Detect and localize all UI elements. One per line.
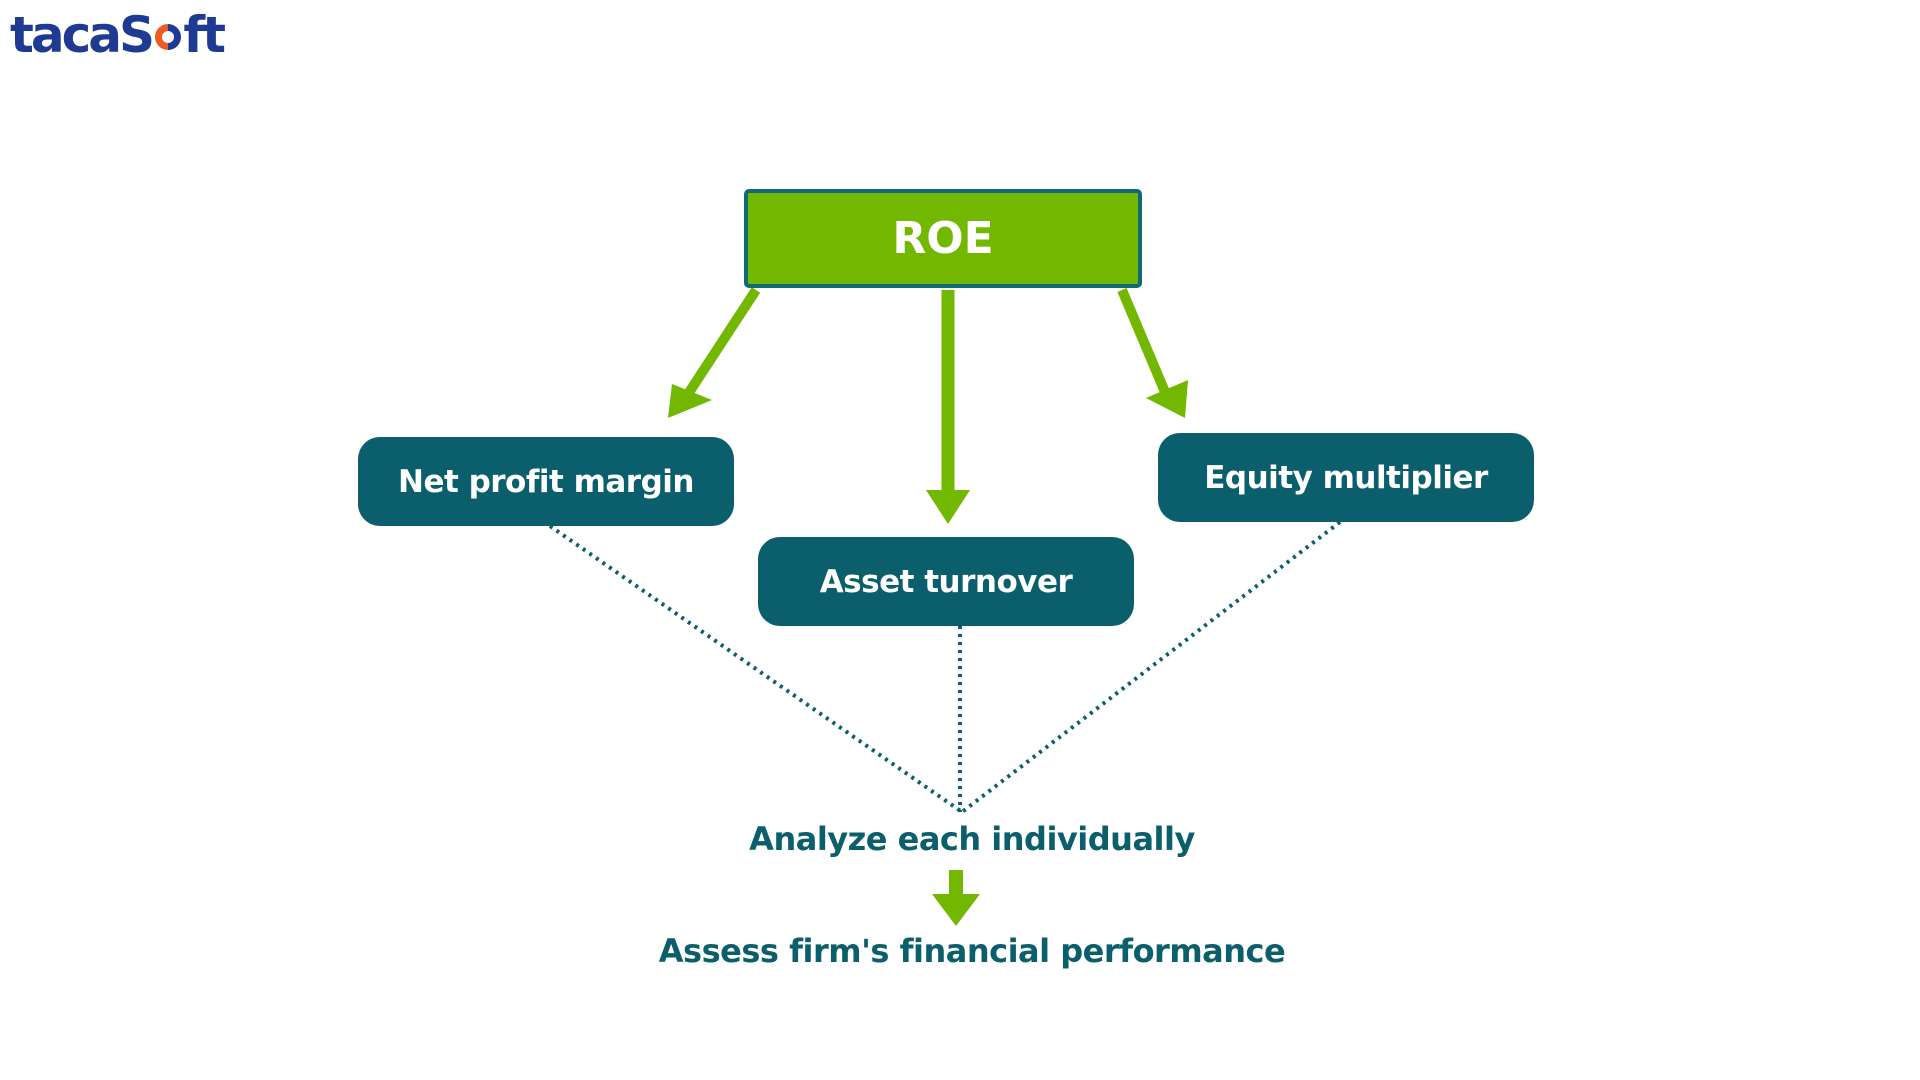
caption-assess-performance: Assess firm's financial performance (658, 932, 1286, 970)
logo-power-icon: o (152, 2, 183, 68)
tacasoft-logo: tacaSoft (10, 2, 226, 68)
logo-text-part3: ft (183, 6, 226, 64)
arrow-roe-to-equity-multiplier (1117, 288, 1170, 394)
arrow-roe-to-net-profit-margin (683, 287, 761, 397)
dotted-line-net-profit-margin (548, 524, 964, 814)
arrowhead-asset-turnover (926, 490, 970, 524)
arrowhead-net-profit-margin (668, 384, 712, 418)
roe-node: ROE (744, 189, 1142, 288)
small-arrow-shaft (949, 870, 963, 896)
arrowhead-equity-multiplier (1146, 380, 1188, 418)
logo-text-part2: S (119, 6, 155, 64)
logo-text-part1: taca (10, 6, 122, 64)
caption-analyze-individually: Analyze each individually (749, 820, 1195, 858)
node-net-profit-margin: Net profit margin (358, 437, 734, 526)
small-arrow-head (932, 894, 980, 926)
node-equity-multiplier: Equity multiplier (1158, 433, 1534, 522)
node-asset-turnover: Asset turnover (758, 537, 1134, 626)
